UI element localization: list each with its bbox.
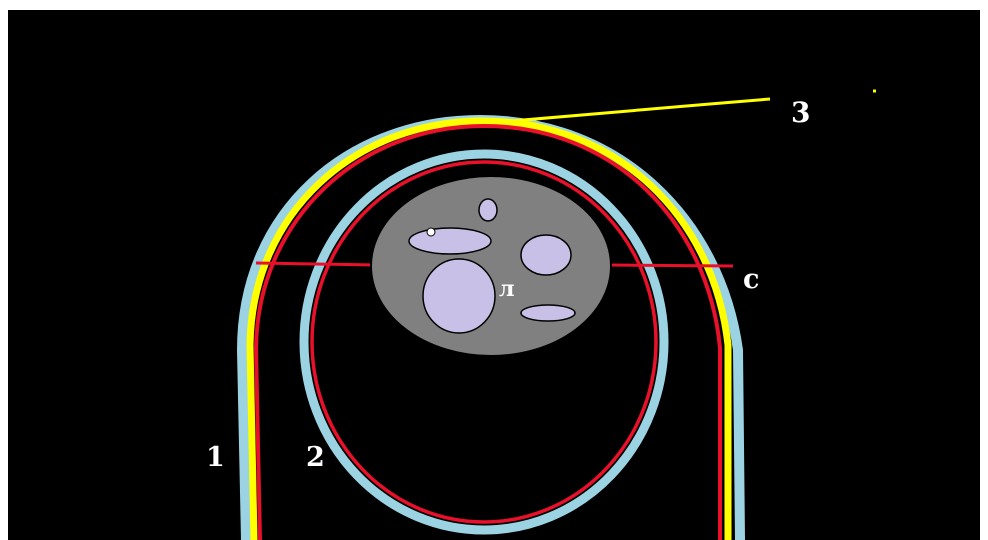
inclusion-small-top [479,199,497,221]
inclusion-left-flat [409,228,491,254]
inclusion-large [423,259,495,333]
label-l: л [499,276,515,302]
inclusion-white-dot [427,228,435,236]
left-connector-line [256,263,376,265]
inclusion-right-round [521,235,571,275]
inclusion-right-flat [521,305,575,321]
label-2: 2 [306,442,325,473]
right-connector-line [610,265,733,266]
label-c: c [743,264,759,295]
label-3: 3 [791,96,810,129]
label-1: 1 [206,442,225,473]
